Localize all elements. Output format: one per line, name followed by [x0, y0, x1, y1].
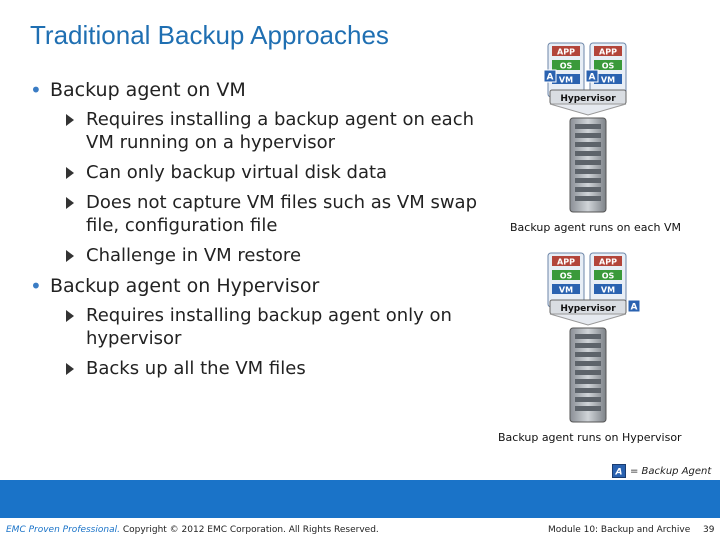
- triangle-bullet-icon: [66, 114, 74, 126]
- hypervisor-bar: Hypervisor: [549, 299, 627, 315]
- app-label: APP: [557, 258, 575, 267]
- vm-stack-right: APP OS VM: [589, 42, 627, 98]
- server-icon: [569, 117, 607, 213]
- section-heading-vm: Backup agent on VM: [50, 79, 246, 101]
- svg-text:A: A: [615, 468, 623, 478]
- app-box: [552, 46, 580, 56]
- vm-box: [594, 284, 622, 294]
- sub-bullet-text: Requires installing a backup agent on ea…: [86, 109, 475, 153]
- vm-label: VM: [559, 286, 573, 295]
- diagram-agent-on-hypervisor: APP OS VM APP OS VM Hypervisor A: [547, 252, 641, 423]
- sub-bullet-text: Does not capture VM files such as VM swa…: [86, 192, 478, 236]
- vm-label: VM: [559, 76, 573, 85]
- vm-label: VM: [601, 76, 615, 85]
- os-label: OS: [560, 272, 573, 281]
- vm-box: [594, 74, 622, 84]
- footer-copyright-text: Copyright © 2012 EMC Corporation. All Ri…: [119, 525, 379, 535]
- bullet-dot: •: [30, 274, 42, 298]
- sub-bullet-text: Requires installing backup agent only on…: [86, 305, 452, 349]
- caption-agent-on-hypervisor: Backup agent runs on Hypervisor: [498, 431, 682, 444]
- sub-bullet: Requires installing a backup agent on ea…: [30, 108, 490, 154]
- footer-module: Module 10: Backup and Archive: [548, 525, 691, 535]
- triangle-bullet-icon: [66, 197, 74, 209]
- hypervisor-bar: Hypervisor: [549, 89, 627, 105]
- vm-label: VM: [601, 286, 615, 295]
- os-label: OS: [602, 62, 615, 71]
- bullet-dot: •: [30, 78, 42, 102]
- app-label: APP: [557, 48, 575, 57]
- backup-agent-icon: A: [612, 464, 626, 478]
- sub-bullet: Can only backup virtual disk data: [30, 161, 490, 184]
- sub-bullet: Requires installing backup agent only on…: [30, 304, 490, 350]
- os-box: [552, 270, 580, 280]
- legend: A = Backup Agent: [612, 464, 711, 478]
- footer-band: [0, 480, 720, 518]
- app-box: [594, 256, 622, 266]
- footer-copyright: EMC Proven Professional. Copyright © 201…: [6, 525, 379, 535]
- sub-bullet: Does not capture VM files such as VM swa…: [30, 191, 490, 237]
- page-number: 39: [703, 525, 715, 535]
- vm-stack-left: APP OS VM: [547, 252, 585, 308]
- triangle-bullet-icon: [66, 310, 74, 322]
- caption-agent-on-vm: Backup agent runs on each VM: [510, 221, 682, 234]
- vm-stack-left: APP OS VM: [547, 42, 585, 98]
- diagram-agent-on-vm: APP OS VM APP OS VM A A Hypervisor: [543, 42, 627, 213]
- os-label: OS: [560, 62, 573, 71]
- svg-text:Hypervisor: Hypervisor: [560, 304, 616, 314]
- app-label: APP: [599, 48, 617, 57]
- backup-agent-icon: A: [585, 69, 599, 83]
- server-icon: [569, 327, 607, 423]
- os-label: OS: [602, 272, 615, 281]
- bullet-list: • Backup agent on VM Requires installing…: [30, 78, 490, 387]
- legend-text: = Backup Agent: [630, 465, 712, 477]
- footer-brand: EMC Proven Professional.: [6, 525, 120, 535]
- triangle-bullet-icon: [66, 250, 74, 262]
- app-label: APP: [599, 258, 617, 267]
- sub-bullet-text: Can only backup virtual disk data: [86, 162, 388, 183]
- vm-stack-right: APP OS VM: [589, 252, 627, 308]
- app-box: [594, 46, 622, 56]
- svg-text:Hypervisor: Hypervisor: [560, 94, 616, 104]
- backup-agent-icon: A: [543, 69, 557, 83]
- os-box: [552, 60, 580, 70]
- os-box: [594, 60, 622, 70]
- triangle-bullet-icon: [66, 167, 74, 179]
- slide-title: Traditional Backup Approaches: [30, 20, 389, 50]
- svg-text:A: A: [589, 73, 596, 83]
- sub-bullet: Backs up all the VM files: [30, 357, 490, 380]
- bullet-section-hypervisor: • Backup agent on Hypervisor: [30, 274, 490, 298]
- sub-bullet-text: Challenge in VM restore: [86, 245, 302, 266]
- triangle-bullet-icon: [66, 363, 74, 375]
- backup-agent-icon: A: [627, 299, 641, 313]
- svg-text:A: A: [631, 303, 638, 313]
- bullet-section-vm: • Backup agent on VM: [30, 78, 490, 102]
- os-box: [594, 270, 622, 280]
- vm-box: [552, 284, 580, 294]
- svg-text:A: A: [547, 73, 554, 83]
- sub-bullet: Challenge in VM restore: [30, 244, 490, 267]
- vm-box: [552, 74, 580, 84]
- app-box: [552, 256, 580, 266]
- sub-bullet-text: Backs up all the VM files: [86, 358, 306, 379]
- section-heading-hypervisor: Backup agent on Hypervisor: [50, 275, 320, 297]
